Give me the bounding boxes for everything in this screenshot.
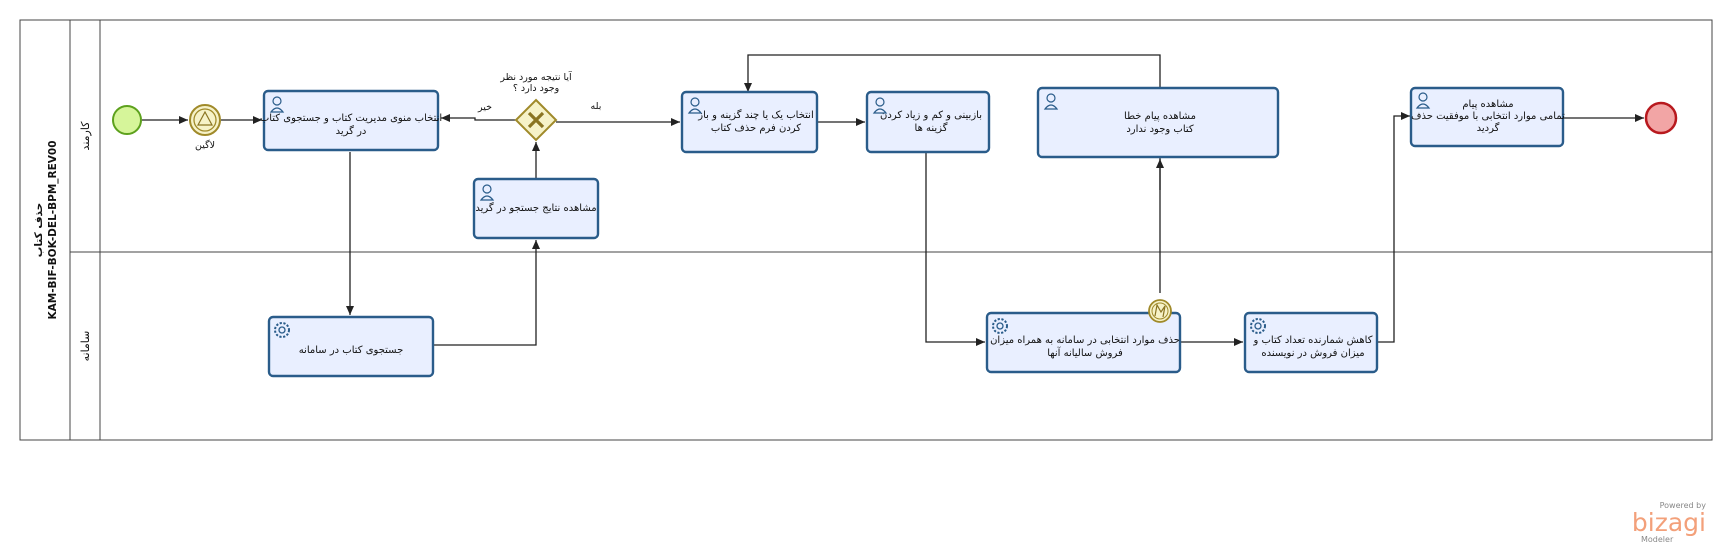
login-event: لاگین — [189, 104, 221, 151]
svg-text:کتاب وجود ندارد: کتاب وجود ندارد — [1126, 124, 1194, 135]
task-decrease-counter: کاهش شمارنده تعداد کتاب و میزان فروش در … — [1243, 311, 1379, 374]
svg-text:مشاهده پیام: مشاهده پیام — [1462, 99, 1513, 110]
flow-gateway-no — [441, 114, 516, 122]
task-success-message: مشاهده پیام تمامی موارد انتخابی با موفقی… — [1409, 86, 1565, 148]
svg-text:بازبینی و کم و زیاد کردن: بازبینی و کم و زیاد کردن — [880, 110, 982, 121]
task-search-system: جستجوی کتاب در سامانه — [267, 315, 435, 378]
task-review-options: بازبینی و کم و زیاد کردن گزینه ها — [865, 90, 991, 154]
svg-text:مشاهده پیام خطا: مشاهده پیام خطا — [1124, 111, 1196, 122]
lane-employee-label: کارمند — [79, 121, 92, 151]
svg-text:حذف موارد انتخابی در سامانه به: حذف موارد انتخابی در سامانه به همراه میز… — [990, 335, 1180, 346]
flow-decrease-success — [1377, 112, 1410, 343]
task-select-menu: انتخاب منوی مدیریت کتاب و جستجوی کتاب در… — [260, 89, 442, 152]
svg-text:در گرید: در گرید — [336, 125, 367, 137]
svg-text:انتخاب یک یا چند گزینه و باز: انتخاب یک یا چند گزینه و باز — [697, 109, 814, 121]
powered-by-text: Powered by — [1660, 501, 1707, 510]
signal-icon — [196, 110, 214, 126]
task-delete-items: حذف موارد انتخابی در سامانه به همراه میز… — [985, 311, 1182, 374]
svg-text:فروش سالیانه آنها: فروش سالیانه آنها — [1047, 346, 1123, 359]
task-error-message: مشاهده پیام خطا کتاب وجود ندارد — [1036, 86, 1280, 159]
svg-text:کردن فرم حذف کتاب: کردن فرم حذف کتاب — [711, 123, 801, 134]
modeler-text: Modeler — [1641, 535, 1674, 544]
sequence-flows — [142, 54, 1644, 346]
pool-name: حذف کتاب — [33, 203, 45, 257]
user-icon — [687, 97, 703, 114]
flow-review-delete — [925, 152, 985, 346]
user-icon — [872, 97, 888, 114]
gateway-no-label: خیر — [477, 102, 492, 113]
svg-text:میزان فروش در نویسنده: میزان فروش در نویسنده — [1261, 348, 1364, 359]
pool-code: KAM-BIF-BOK-DEL-BPM_REV00 — [47, 140, 59, 319]
gateway-question-2: وجود دارد ؟ — [513, 83, 559, 94]
flow-search-view-results — [433, 240, 540, 346]
gear-icon — [992, 318, 1008, 334]
svg-text:انتخاب منوی مدیریت کتاب و جستج: انتخاب منوی مدیریت کتاب و جستجوی کتاب — [260, 113, 442, 124]
user-icon — [479, 184, 495, 201]
gateway-yes-label: بله — [591, 101, 602, 112]
user-icon — [1415, 92, 1431, 109]
exclusive-gateway: آیا نتیجه مورد نظر وجود دارد ؟ خیر بله — [477, 70, 602, 142]
svg-text:گزینه ها: گزینه ها — [915, 122, 948, 134]
lane-system-label: سامانه — [79, 331, 92, 362]
bizagi-logo: bizagi — [1632, 508, 1706, 537]
svg-text:تمامی موارد انتخابی با موفقیت: تمامی موارد انتخابی با موفقیت حذف — [1411, 111, 1565, 122]
user-icon — [269, 96, 285, 113]
pool: حذف کتاب KAM-BIF-BOK-DEL-BPM_REV00 کارمن… — [19, 19, 1713, 441]
x-icon — [527, 111, 545, 129]
task-view-results: مشاهده نتایج جستجو در گرید — [472, 177, 600, 240]
user-icon — [1043, 93, 1059, 110]
task-select-option: انتخاب یک یا چند گزینه و باز کردن فرم حذ… — [680, 90, 819, 154]
svg-text:گردید: گردید — [1477, 122, 1500, 134]
boundary-error-event — [1148, 299, 1172, 323]
svg-text:جستجوی کتاب در سامانه: جستجوی کتاب در سامانه — [299, 345, 404, 356]
gear-icon — [274, 322, 290, 338]
bizagi-branding: Powered by bizagi Modeler — [1632, 501, 1706, 544]
login-label: لاگین — [195, 139, 215, 151]
start-event — [112, 105, 142, 135]
svg-text:کاهش شمارنده تعداد کتاب و: کاهش شمارنده تعداد کتاب و — [1252, 335, 1372, 346]
end-event — [1644, 101, 1678, 135]
gear-icon — [1250, 318, 1266, 334]
error-icon — [1154, 303, 1166, 318]
gateway-question-1: آیا نتیجه مورد نظر — [499, 70, 572, 83]
svg-text:مشاهده نتایج جستجو در گرید: مشاهده نتایج جستجو در گرید — [475, 202, 596, 214]
